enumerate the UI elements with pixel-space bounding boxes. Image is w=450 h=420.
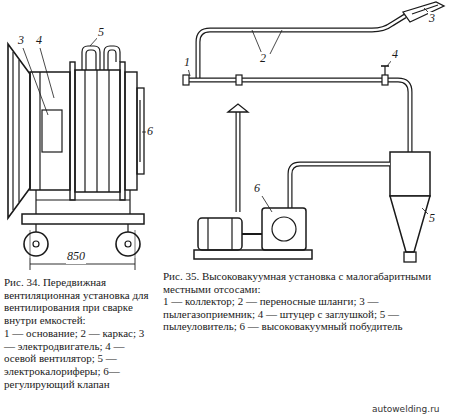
dimension-label: 850 <box>66 250 86 264</box>
callout-number: 5 <box>428 212 436 226</box>
callout-number: 4 <box>35 34 43 48</box>
callout-number: 1 <box>183 56 191 70</box>
callout-number: 2 <box>259 52 267 66</box>
callout-number: 4 <box>391 48 399 62</box>
caption-legend: 1 — коллектор; 2 — переносные шланги; 3 … <box>163 295 446 333</box>
callout-number: 6 <box>253 182 261 196</box>
figure-caption: Рис. 35. Высоковакуумная установка с мал… <box>163 270 446 295</box>
figure-caption: Рис. 34. Передвижная вентиляционная уста… <box>4 276 154 327</box>
callout-number: 3 <box>17 34 25 48</box>
ventilation-unit <box>8 36 146 270</box>
caption-legend: 1 — основание; 2 — каркас; 3 — электродв… <box>4 327 154 390</box>
callout-number: 6 <box>146 125 154 139</box>
vacuum-unit <box>183 2 444 262</box>
watermark: autowelding.ru <box>372 404 440 414</box>
callout-number: 3 <box>428 12 436 26</box>
callout-number: 5 <box>97 26 105 40</box>
